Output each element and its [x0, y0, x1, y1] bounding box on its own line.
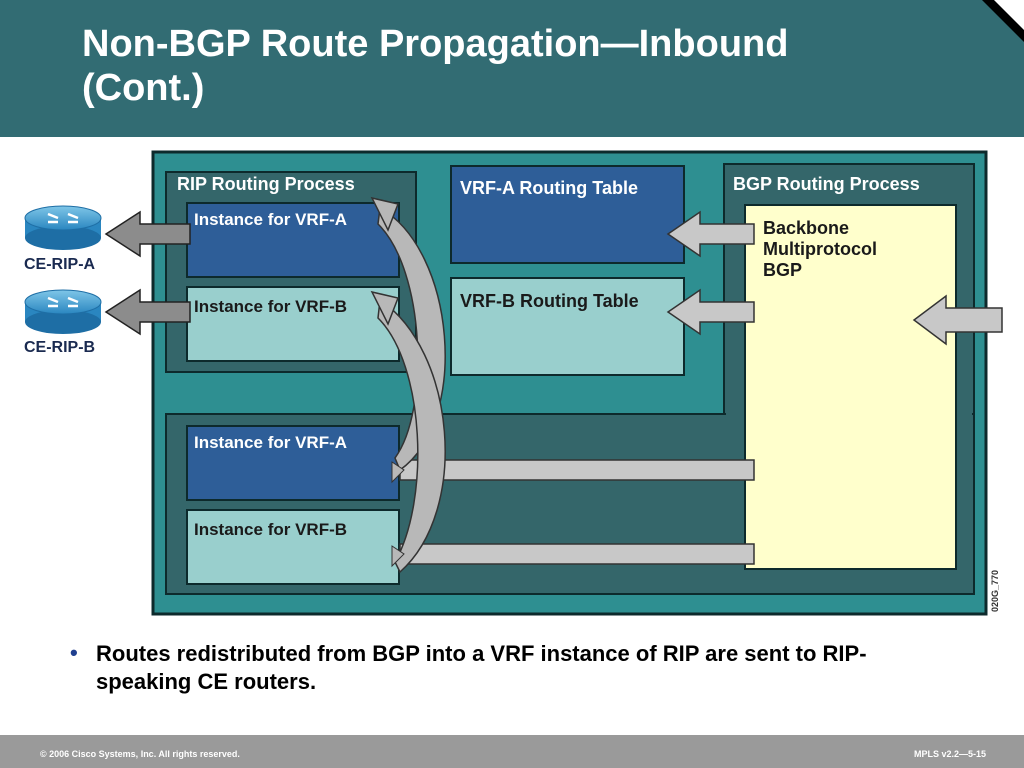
vrf-b-table-label: VRF-B Routing Table	[460, 291, 639, 311]
rip-instance-vrf-b-box	[186, 286, 400, 362]
title-line-2: (Cont.)	[82, 67, 205, 109]
router-label-ce-rip-b: CE-RIP-B	[24, 339, 96, 356]
lower-arrow-tip-b	[391, 545, 405, 568]
lower-arrow-tip-a	[391, 461, 405, 484]
router-label-ce-rip-a: CE-RIP-A	[24, 256, 96, 273]
lower-instance-vrf-b-box	[186, 509, 400, 585]
slide-footer: © 2006 Cisco Systems, Inc. All rights re…	[0, 735, 1024, 768]
upper-instance-vrf-b-label: Instance for VRF-B	[194, 297, 348, 316]
route-propagation-diagram	[24, 150, 1003, 616]
arrow-bgp-to-vrf-b	[666, 288, 755, 336]
backbone-bgp-box	[744, 204, 957, 570]
corner-decoration-inner	[994, 0, 1024, 30]
curved-arrow-vrf-a-head	[370, 196, 400, 232]
lower-instance-vrf-a-box	[186, 425, 400, 501]
vrf-a-table-box	[450, 165, 685, 264]
rip-process-label: RIP Routing Process	[177, 174, 355, 194]
slide-title: Non-BGP Route Propagation—Inbound (Cont.…	[82, 22, 962, 110]
lower-instance-vrf-b-label: Instance for VRF-B	[194, 520, 348, 539]
arrow-to-ce-rip-b	[104, 288, 191, 336]
bullet-marker: •	[70, 640, 78, 665]
backbone-label-line-3: BGP	[763, 260, 803, 280]
arrow-inbound-backbone	[912, 294, 1003, 346]
rip-instance-vrf-a-box	[186, 202, 400, 278]
slide-reference: MPLS v2.2—5-15	[913, 749, 986, 759]
router-icon-ce-rip-b	[24, 289, 102, 334]
upper-instance-vrf-a-label: Instance for VRF-A	[194, 210, 348, 229]
router-icon-ce-rip-a	[24, 205, 102, 250]
bgp-process-label: BGP Routing Process	[733, 174, 920, 194]
redistribution-bar-a	[399, 459, 755, 481]
arrow-bgp-to-vrf-a	[666, 210, 755, 258]
bullet-text: Routes redistributed from BGP into a VRF…	[96, 641, 867, 694]
arrow-to-ce-rip-a	[104, 210, 191, 258]
title-line-1: Non-BGP Route Propagation—Inbound	[82, 23, 789, 65]
redistribution-bar-b	[399, 543, 755, 565]
lower-instance-vrf-a-label: Instance for VRF-A	[194, 433, 348, 452]
figure-code: 020G_770	[990, 569, 1000, 612]
slide-header: Non-BGP Route Propagation—Inbound (Cont.…	[0, 0, 1024, 137]
copyright-text: © 2006 Cisco Systems, Inc. All rights re…	[40, 749, 240, 759]
backbone-label-line-1: Backbone	[763, 218, 850, 238]
vrf-a-table-label: VRF-A Routing Table	[460, 178, 638, 198]
backbone-label: Backbone Multiprotocol BGP	[763, 218, 877, 281]
curved-arrow-vrf-b-head	[370, 290, 400, 326]
vrf-b-table-box	[450, 277, 685, 376]
backbone-label-line-2: Multiprotocol	[763, 239, 877, 259]
